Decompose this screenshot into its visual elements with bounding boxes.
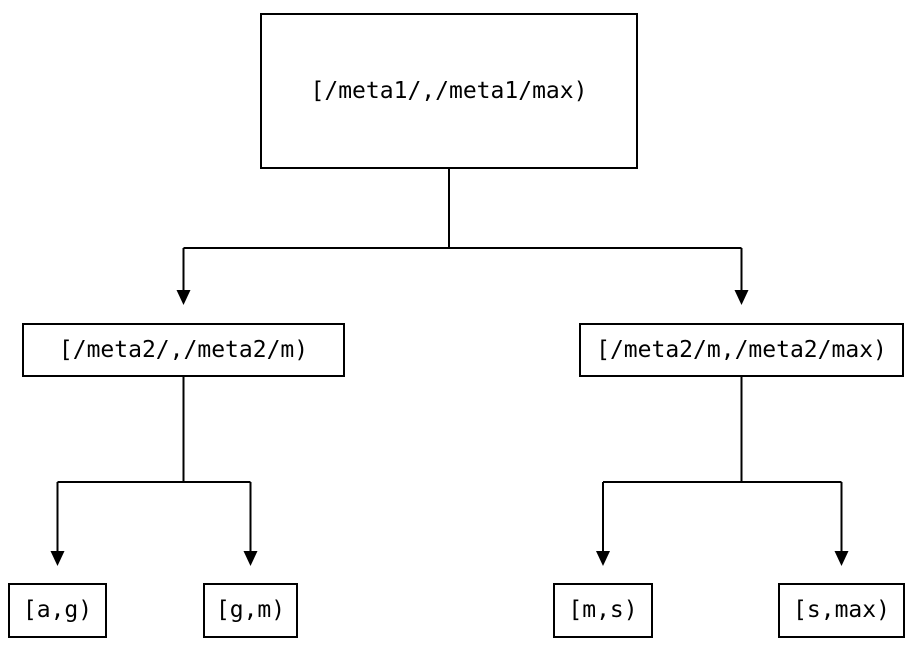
tree-node-leaf-smax: [s,max)	[778, 583, 905, 638]
tree-node-leaf-ag: [a,g)	[8, 583, 107, 638]
arrowhead-icon	[176, 290, 191, 305]
edge-root-to-children	[182, 169, 743, 291]
tree-node-leaf-smax-label: [s,max)	[793, 597, 890, 623]
tree-node-leaf-ag-label: [a,g)	[22, 597, 93, 623]
tree-node-left-label: [/meta2/,/meta2/m)	[58, 336, 309, 363]
tree-node-root-label: [/meta1/,/meta1/max)	[310, 77, 588, 104]
tree-node-leaf-gm: [g,m)	[203, 583, 298, 638]
tree-node-leaf-ms-label: [m,s)	[568, 597, 638, 623]
tree-node-left: [/meta2/,/meta2/m)	[22, 323, 345, 377]
tree-node-right-label: [/meta2/m,/meta2/max)	[596, 336, 887, 363]
arrowhead-icon	[734, 290, 749, 305]
tree-node-root: [/meta1/,/meta1/max)	[260, 13, 638, 169]
tree-node-leaf-ms: [m,s)	[553, 583, 653, 638]
arrowhead-icon	[596, 551, 610, 566]
tree-node-right: [/meta2/m,/meta2/max)	[579, 323, 904, 377]
arrowhead-icon	[50, 551, 65, 566]
arrowhead-icon	[834, 551, 849, 566]
arrowhead-icon	[243, 551, 258, 566]
tree-node-leaf-gm-label: [g,m)	[215, 597, 286, 623]
edge-left-to-children	[56, 377, 252, 552]
edge-right-to-children	[602, 377, 843, 552]
